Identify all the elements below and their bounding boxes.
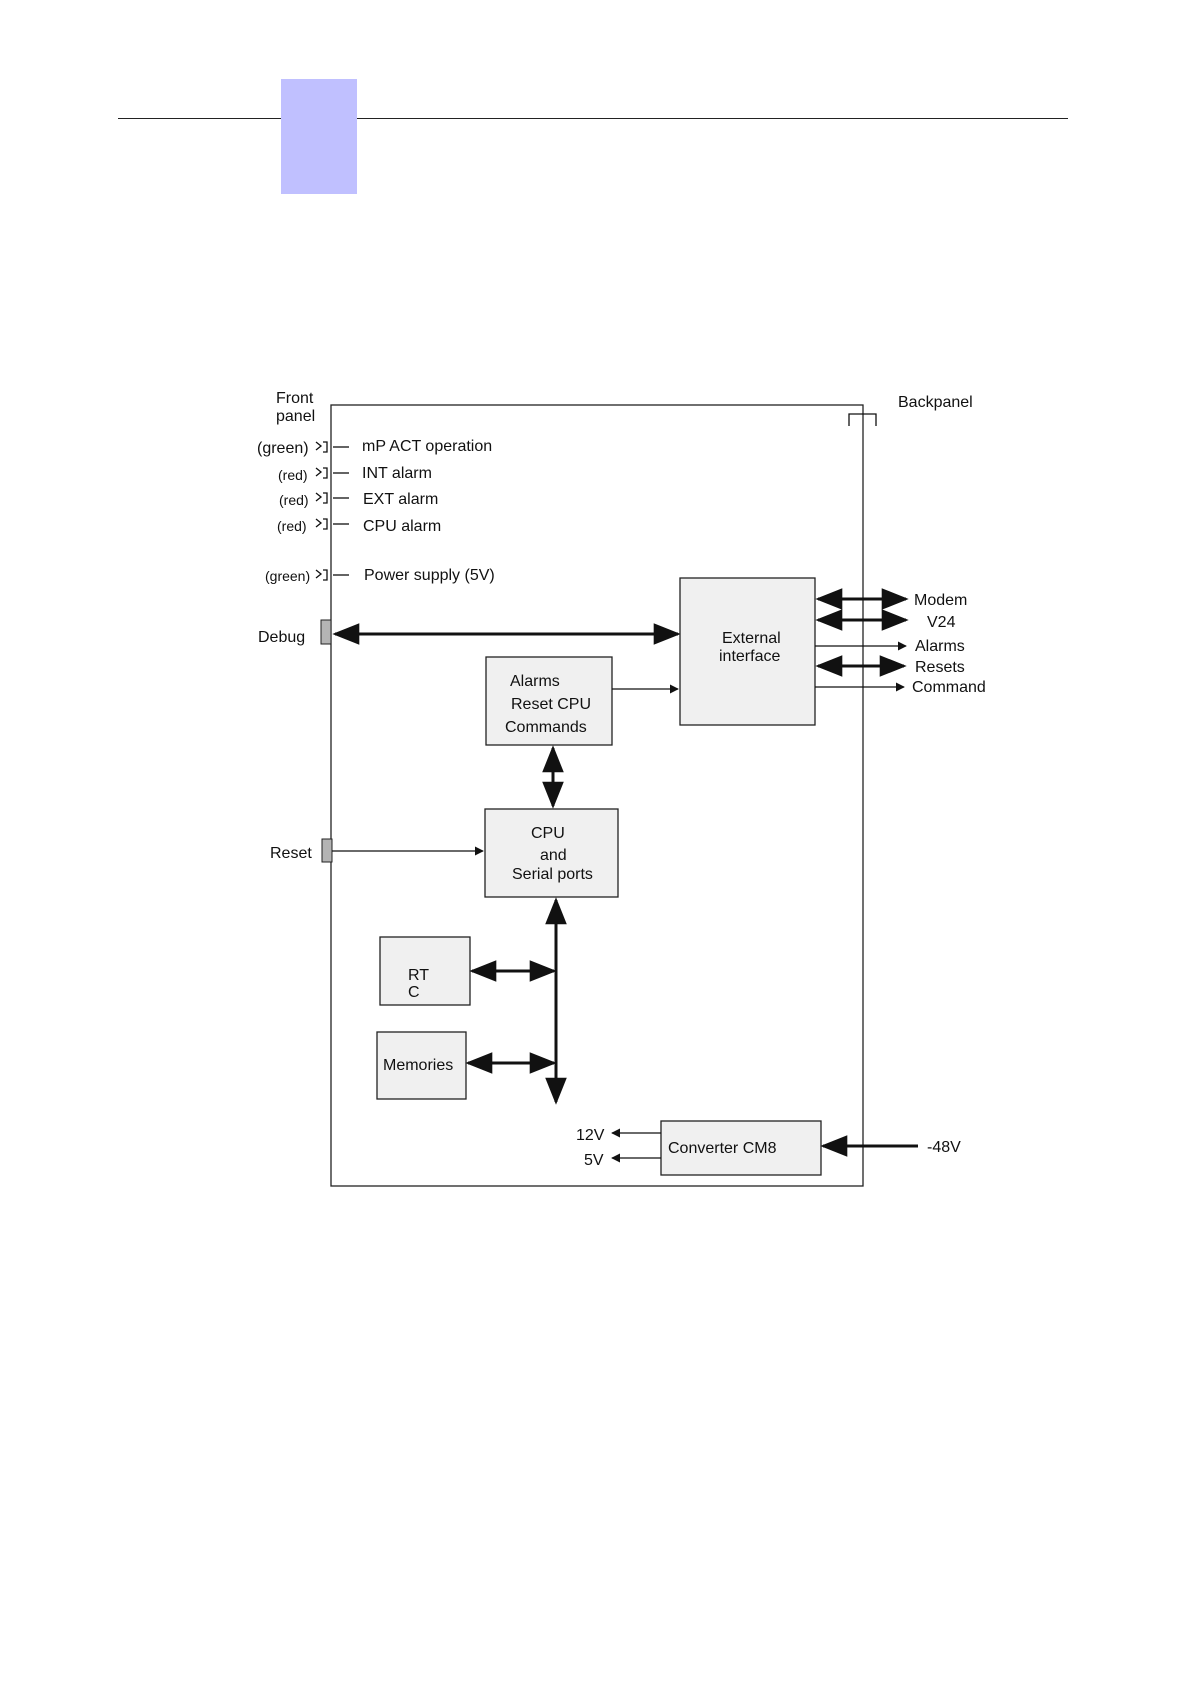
alarms-box-label-2: Reset CPU xyxy=(511,696,591,713)
signal-modem: Modem xyxy=(914,592,967,609)
output-12v-label: 12V xyxy=(576,1127,605,1144)
led-color-red-1: (red) xyxy=(278,467,308,483)
reset-label: Reset xyxy=(270,845,312,862)
memories-label: Memories xyxy=(383,1057,453,1074)
led-ext-label: EXT alarm xyxy=(363,491,438,508)
led-power: (green) Power supply (5V) xyxy=(265,567,495,584)
alarms-box-label-3: Commands xyxy=(505,719,587,736)
led-color-red-2: (red) xyxy=(279,492,309,508)
led-power-label: Power supply (5V) xyxy=(364,567,495,584)
cpu-box-label-2: and xyxy=(540,847,567,864)
signal-v24: V24 xyxy=(927,614,956,631)
front-panel-label-1: Front xyxy=(276,390,314,407)
external-interface-label-1: External xyxy=(722,630,781,647)
output-5v-label: 5V xyxy=(584,1152,604,1169)
rtc-label-2: C xyxy=(408,984,420,1001)
led-act: (green) mP ACT operation xyxy=(257,438,492,457)
led-ext-icon xyxy=(316,493,327,503)
signal-alarms: Alarms xyxy=(915,638,965,655)
led-cpu-label: CPU alarm xyxy=(363,518,441,535)
led-cpu-icon xyxy=(316,519,327,529)
debug-connector xyxy=(321,620,331,644)
led-act-label: mP ACT operation xyxy=(362,438,492,455)
led-act-icon xyxy=(316,442,327,452)
front-panel-label-2: panel xyxy=(276,408,315,425)
led-color-red-3: (red) xyxy=(277,518,307,534)
input-48v-label: -48V xyxy=(927,1139,961,1156)
led-cpu: (red) CPU alarm xyxy=(277,518,441,535)
converter-label: Converter CM8 xyxy=(668,1140,777,1157)
alarms-box-label-1: Alarms xyxy=(510,673,560,690)
led-ext: (red) EXT alarm xyxy=(279,491,438,508)
led-power-icon xyxy=(316,570,327,580)
external-interface-label-2: interface xyxy=(719,648,780,665)
reset-connector xyxy=(322,839,332,862)
led-color-green-2: (green) xyxy=(265,568,310,584)
backpanel-label: Backpanel xyxy=(898,394,973,411)
led-int-icon xyxy=(316,468,327,478)
cpu-box-label-1: CPU xyxy=(531,825,565,842)
led-int: (red) INT alarm xyxy=(278,465,432,483)
signal-resets: Resets xyxy=(915,659,965,676)
debug-label: Debug xyxy=(258,629,305,646)
signal-command: Command xyxy=(912,679,986,696)
led-int-label: INT alarm xyxy=(362,465,432,482)
cpu-box-label-3: Serial ports xyxy=(512,866,593,883)
led-color-green-1: (green) xyxy=(257,440,309,457)
rtc-label-1: RT xyxy=(408,967,429,984)
